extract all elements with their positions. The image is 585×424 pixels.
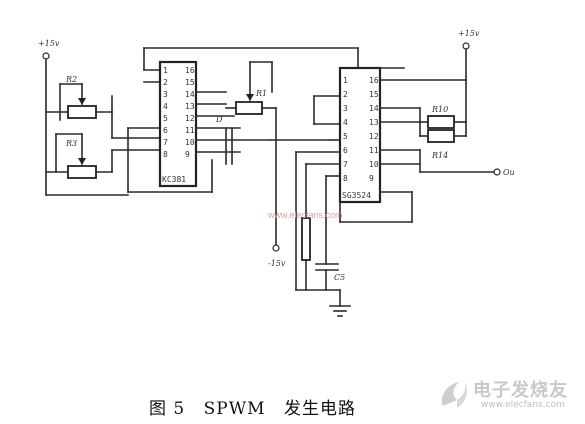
logo-url: www.elecfans.com	[481, 400, 565, 410]
elecfans-logo: 电子发烧友 www.elecfans.com	[433, 374, 573, 418]
chip_right-pin-11: 11	[369, 146, 379, 155]
chip_right-pin-3: 3	[343, 104, 348, 113]
figure-title-cn: 发生电路	[284, 399, 356, 419]
chip_left-pin-12: 12	[185, 114, 195, 123]
right-supply-label: +15v	[458, 29, 480, 38]
chip_left-pin-1: 1	[163, 66, 168, 75]
pot-r3-label: R3	[65, 139, 77, 148]
chip_right-pin-14: 14	[369, 104, 379, 113]
chip_right-pin-2: 2	[343, 90, 348, 99]
chip_left-pin-4: 4	[163, 102, 168, 111]
pot-r2-label: R2	[65, 75, 77, 84]
right-supply-terminal	[462, 42, 470, 50]
left-supply-label: +15v	[38, 39, 60, 48]
figure-number: 图 5	[148, 399, 186, 419]
chip_right-pin-16: 16	[369, 76, 379, 85]
chip-sg3524-label: SG3524	[342, 191, 371, 200]
chip_right-pin-7: 7	[343, 160, 348, 169]
chip_right-pin-4: 4	[343, 118, 348, 127]
chip_left-pin-6: 6	[163, 126, 168, 135]
chip_right-pin-15: 15	[369, 90, 379, 99]
chip-sg3524	[338, 66, 382, 204]
chip_right-pin-13: 13	[369, 118, 379, 127]
pot-r1-label: R1	[255, 89, 267, 98]
chip_left-pin-8: 8	[163, 150, 168, 159]
capacitor-c5-label: C5	[334, 273, 345, 282]
chip_left-pin-2: 2	[163, 78, 168, 87]
chip_left-pin-16: 16	[185, 66, 195, 75]
resistor-r10	[427, 115, 455, 129]
resistor-r10-label: R10	[431, 105, 448, 114]
chip_left-pin-5: 5	[163, 114, 168, 123]
resistor-r14-label: R14	[431, 151, 448, 160]
resistor-rt	[301, 217, 311, 261]
figure-title-latin: SPWM	[203, 399, 266, 419]
chip_right-pin-12: 12	[369, 132, 379, 141]
chip_left-pin-15: 15	[185, 78, 195, 87]
chip_left-pin-3: 3	[163, 90, 168, 99]
chip_left-pin-11: 11	[185, 126, 195, 135]
output-label: Ou	[503, 168, 515, 177]
potentiometer-r2	[67, 105, 97, 119]
chip_right-pin-8: 8	[343, 174, 348, 183]
chip_left-pin-7: 7	[163, 138, 168, 147]
figure-caption: 图 5 SPWM 发生电路	[0, 394, 545, 419]
left-supply-terminal	[42, 52, 50, 60]
chip_right-pin-1: 1	[343, 76, 348, 85]
center-watermark: www.elecfans.com	[267, 210, 343, 220]
potentiometer-r3	[67, 165, 97, 179]
chip_right-pin-5: 5	[343, 132, 348, 141]
potentiometer-r1	[235, 101, 263, 115]
chip-kc381-label: KC381	[162, 175, 186, 184]
chip_left-pin-13: 13	[185, 102, 195, 111]
chip-kc381	[158, 60, 198, 188]
resistor-r14	[427, 129, 455, 143]
output-terminal	[493, 168, 501, 176]
bottom-supply-label: -15v	[268, 259, 286, 268]
chip_left-pin-14: 14	[185, 90, 195, 99]
chip_left-pin-10: 10	[185, 138, 195, 147]
chip_right-pin-6: 6	[343, 146, 348, 155]
chip_right-pin-9: 9	[369, 174, 374, 183]
capacitor-d-label: D	[215, 115, 223, 124]
logo-chinese-name: 电子发烧友	[473, 380, 568, 401]
chip_left-pin-9: 9	[185, 150, 190, 159]
ground-symbol	[329, 305, 351, 317]
elecfans-logo-icon	[441, 382, 467, 408]
chip_right-pin-10: 10	[369, 160, 379, 169]
bottom-supply-terminal	[272, 244, 280, 252]
